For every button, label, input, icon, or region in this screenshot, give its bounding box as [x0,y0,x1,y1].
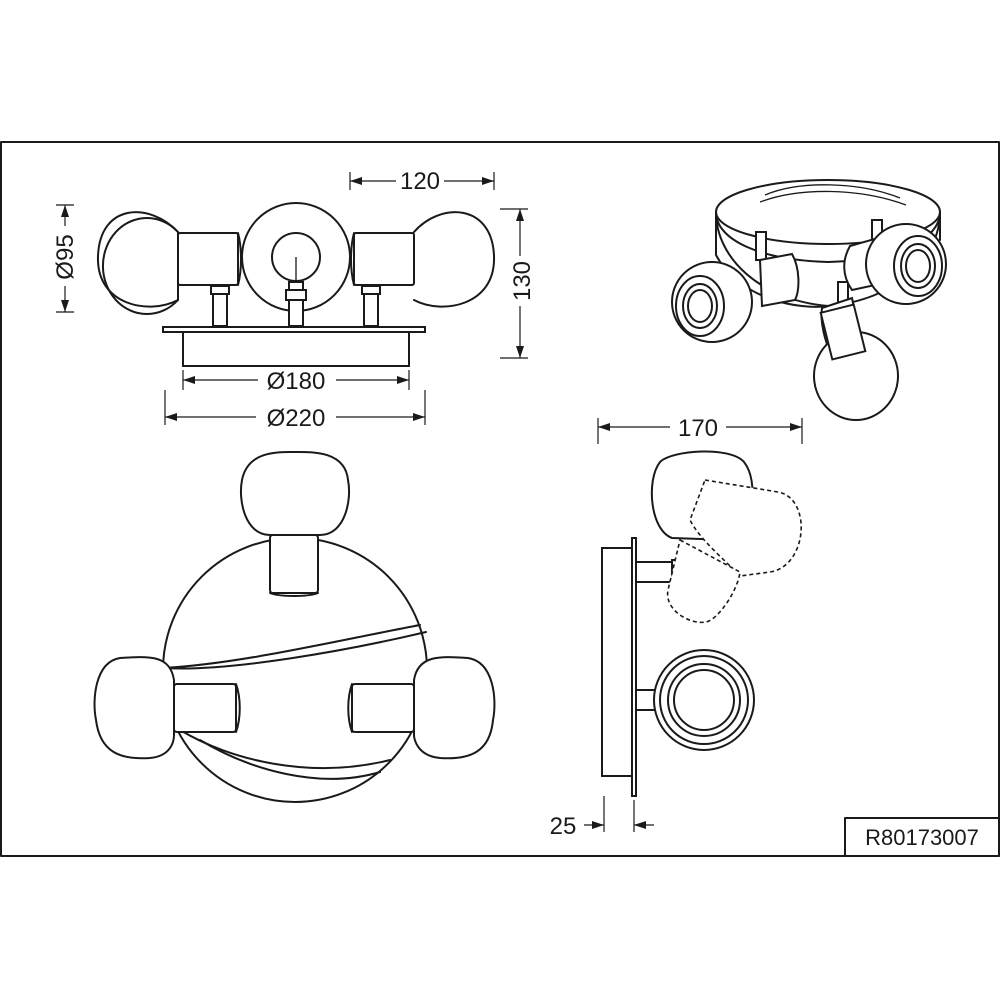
side-lower-spot [635,649,755,751]
drawing-frame [0,141,1000,857]
side-ceiling-plate [601,547,633,777]
side-tilted-spot-outline [666,479,802,624]
perspective-right-spot [843,223,947,305]
product-code-box: R80173007 [844,817,1000,857]
dim-130-label: 130 [509,261,536,301]
front-base-canopy [182,331,410,367]
front-center-spot [241,202,351,327]
dim-95: Ø95 [52,204,79,313]
dim-95-label: Ø95 [52,234,79,279]
front-left-spot [96,211,242,327]
perspective-left-spot [671,252,800,343]
perspective-view [671,179,947,421]
plan-left-spot [93,656,241,760]
product-code: R80173007 [865,825,979,850]
dim-130: 130 [500,208,536,359]
dim-220: Ø220 [164,390,426,432]
dim-170: 170 [597,415,803,444]
dim-120: 120 [349,168,495,195]
dim-170-label: 170 [678,415,718,442]
perspective-front-spot [813,296,899,421]
dim-25-label: 25 [550,813,577,840]
dim-180: Ø180 [182,368,410,395]
dim-25: 25 [550,796,654,840]
plan-right-spot [347,656,496,760]
front-view: 120 Ø95 130 [52,168,536,432]
dim-220-label: Ø220 [267,405,326,432]
side-view: 170 25 [550,415,803,840]
dim-120-label: 120 [400,168,440,195]
plan-view [93,450,496,803]
dim-180-label: Ø180 [267,368,326,395]
front-right-spot [350,211,496,327]
plan-top-spot [239,450,351,597]
